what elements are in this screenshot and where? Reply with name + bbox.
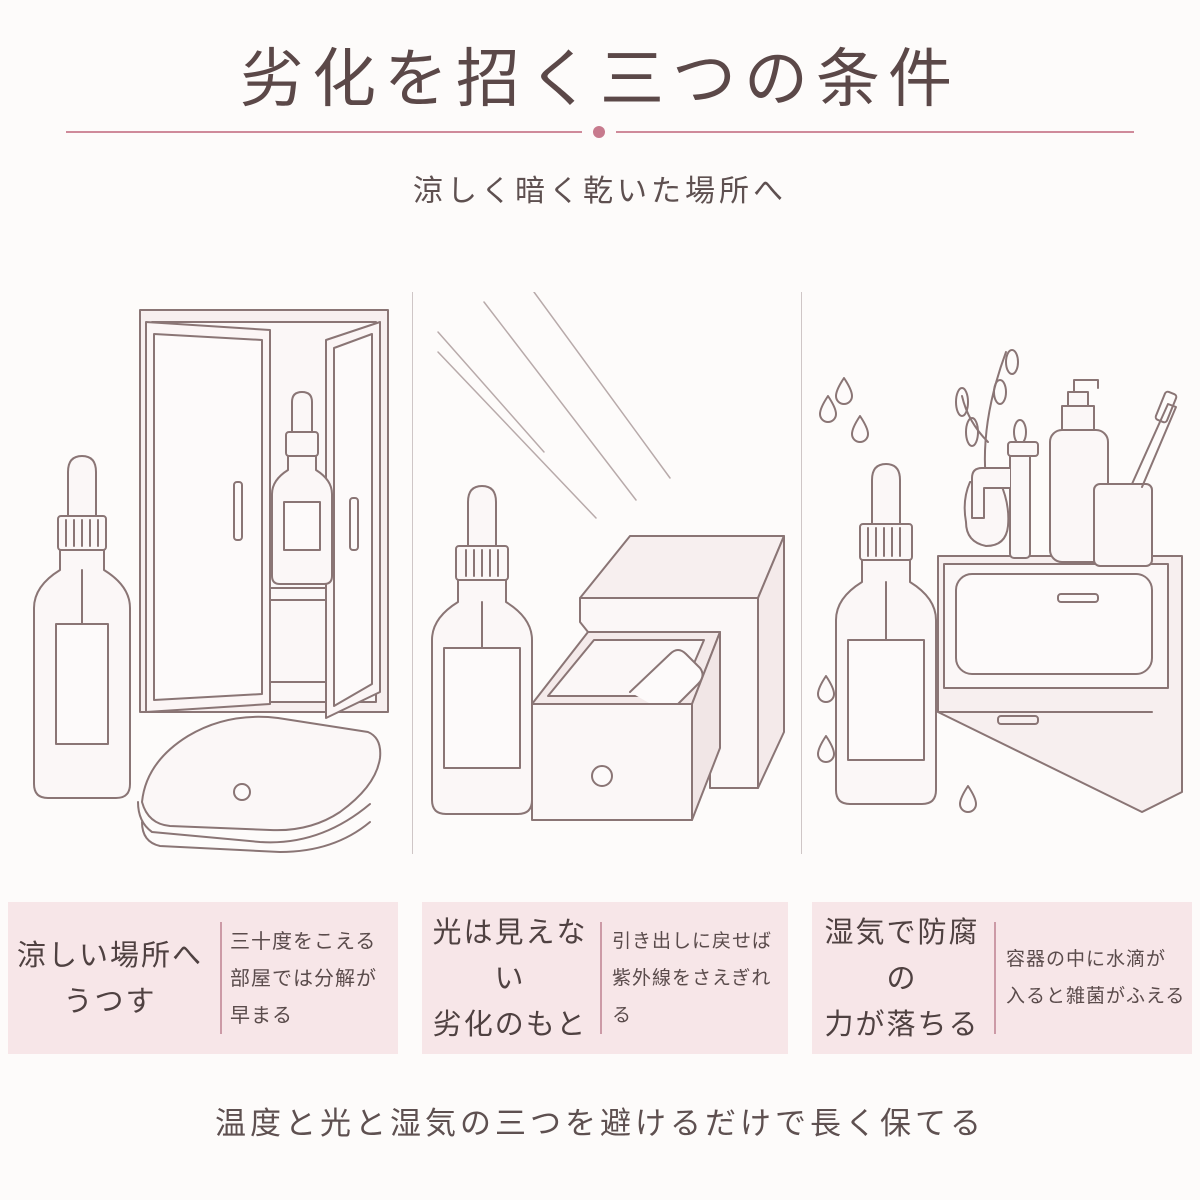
card-main-text: 涼しい場所へ うつす <box>16 938 203 1018</box>
page-title: 劣化を招く三つの条件 <box>240 43 960 117</box>
panel-divider-1 <box>412 292 413 854</box>
card-main-text: 光は見えない 劣化のもと <box>432 915 588 1041</box>
card-detail-text: 容器の中に水滴が 入ると雑菌がふえる <box>1006 948 1186 1007</box>
card-separator <box>220 922 222 1034</box>
card-dry: 湿気で防腐の 力が落ちる 容器の中に水滴が 入ると雑菌がふえる <box>812 902 1192 1054</box>
water-drop-icon <box>817 377 977 813</box>
card-main-text: 湿気で防腐の 力が落ちる <box>824 915 980 1041</box>
title-rule-dot <box>593 126 605 138</box>
cabinet-icon <box>139 309 389 719</box>
folded-towel-icon <box>137 715 382 853</box>
card-cool: 涼しい場所へ うつす 三十度をこえる 部屋では分解が 早まる <box>8 902 398 1054</box>
card-separator <box>600 922 602 1034</box>
dropper-bottle-icon <box>33 455 131 799</box>
washbasin-icon <box>937 555 1183 813</box>
toothbrush-cup-icon <box>1093 390 1178 567</box>
footer-summary: 温度と光と湿気の三つを避けるだけで長く保てる <box>215 1106 985 1142</box>
illustration-dry <box>812 292 1188 884</box>
card-separator <box>994 922 996 1034</box>
dropper-bottle-icon <box>431 485 533 815</box>
card-detail-text: 引き出しに戻せば 紫外線をさえぎれる <box>612 929 773 1026</box>
panel-divider-2 <box>801 292 802 854</box>
card-detail-text: 三十度をこえる 部屋では分解が 早まる <box>230 928 377 1027</box>
faucet-icon <box>971 441 1039 559</box>
dropper-bottle-icon <box>271 391 333 585</box>
page-subtitle: 涼しく暗く乾いた場所へ <box>413 174 787 209</box>
card-dark: 光は見えない 劣化のもと 引き出しに戻せば 紫外線をさえぎれる <box>422 902 788 1054</box>
illustration-cool <box>20 292 400 884</box>
dropper-bottle-icon <box>835 463 937 805</box>
title-rule-right <box>616 131 1134 133</box>
sunlight-rays-icon <box>437 292 671 519</box>
title-rule-left <box>66 131 582 133</box>
illustration-dark <box>424 292 794 884</box>
drawer-box-icon <box>531 535 785 821</box>
